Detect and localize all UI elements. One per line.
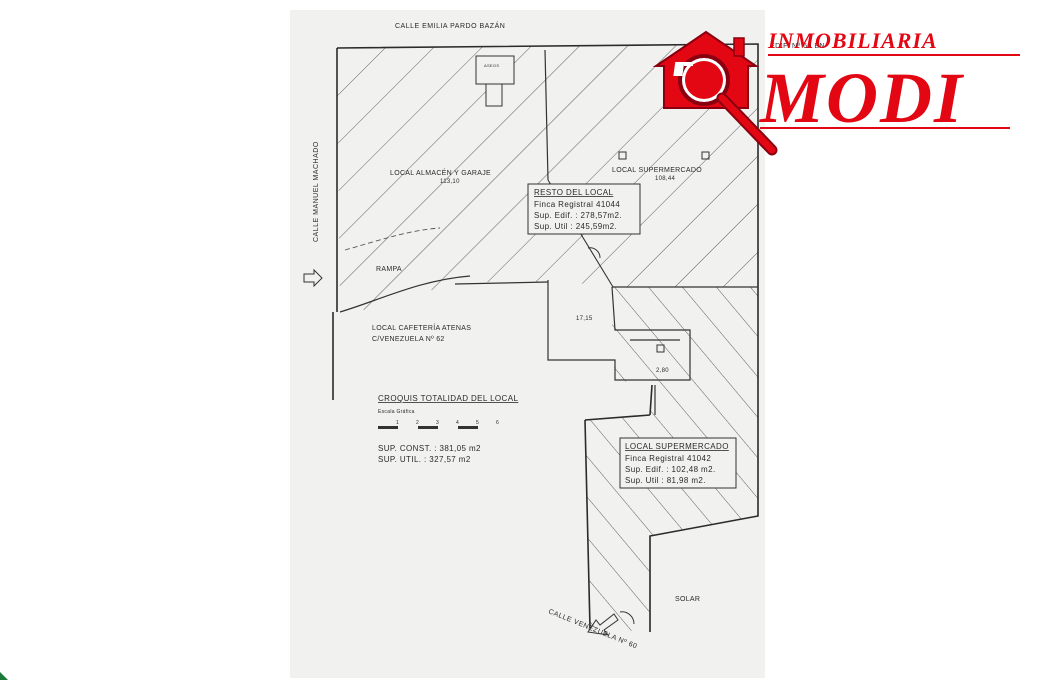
super-sup-edif: Sup. Edif. : 102,48 m2. bbox=[625, 465, 716, 474]
door-swing bbox=[587, 247, 601, 259]
label-ramp: RAMPA bbox=[376, 266, 402, 273]
entrance-arrow-left bbox=[303, 268, 323, 288]
label-storage-area: 113,10 bbox=[440, 179, 460, 185]
resto-sup-edif: Sup. Edif. : 278,57m2. bbox=[534, 211, 622, 220]
croquis-sup-util: SUP. UTIL. : 327,57 m2 bbox=[378, 455, 471, 464]
label-aseos: ASEOS bbox=[484, 63, 499, 68]
scale-bar bbox=[378, 426, 498, 429]
scale-tick-4: 4 bbox=[456, 420, 459, 426]
neighbor-building: EDIF. Nº 60 EN bbox=[770, 43, 825, 50]
label-wc-area: 2,80 bbox=[656, 368, 669, 374]
column-3 bbox=[656, 344, 665, 353]
local-supermercado-box bbox=[619, 437, 737, 489]
resto-finca: Finca Registral 41044 bbox=[534, 200, 620, 209]
logo: INMOBILIARIA MODI bbox=[652, 28, 1020, 156]
column-1 bbox=[618, 151, 627, 160]
scale-tick-3: 3 bbox=[436, 420, 439, 426]
street-left: CALLE MANUEL MACHADO bbox=[313, 141, 320, 242]
entrance-arrow-bottom bbox=[587, 611, 635, 636]
resto-del-local-box bbox=[527, 183, 641, 235]
aseos-block bbox=[475, 55, 515, 85]
label-supermarket-area: 108,44 bbox=[655, 176, 676, 182]
label-small-area: 17,15 bbox=[576, 316, 593, 322]
label-solar: SOLAR bbox=[675, 596, 700, 603]
label-cafe-line1: LOCAL CAFETERÍA ATENAS bbox=[372, 323, 471, 332]
scale-tick-1: 1 bbox=[396, 420, 399, 426]
ramp-dashed-line bbox=[344, 227, 441, 251]
aseos-door bbox=[485, 83, 503, 107]
label-cafe-line2: C/VENEZUELA Nº 62 bbox=[372, 336, 445, 343]
croquis-title: CROQUIS TOTALIDAD DEL LOCAL bbox=[378, 394, 518, 403]
label-storage: LOCAL ALMACÉN Y GARAJE bbox=[390, 168, 491, 177]
ramp-curve bbox=[339, 275, 471, 313]
resto-title: RESTO DEL LOCAL bbox=[534, 188, 614, 197]
resto-sup-util: Sup. Util : 245,59m2. bbox=[534, 222, 617, 231]
label-supermarket: LOCAL SUPERMERCADO bbox=[612, 167, 702, 174]
super-sup-util: Sup. Util : 81,98 m2. bbox=[625, 476, 706, 485]
inner-walls bbox=[454, 49, 758, 632]
scale-tick-6: 6 bbox=[496, 420, 499, 426]
house-magnifier-icon bbox=[652, 30, 778, 156]
logo-top-text: INMOBILIARIA bbox=[767, 28, 938, 53]
street-top: CALLE EMILIA PARDO BAZÁN bbox=[395, 21, 505, 30]
logo-main-text: MODI bbox=[759, 58, 965, 138]
croquis-sup-const: SUP. CONST. : 381,05 m2 bbox=[378, 444, 481, 453]
scale-label: Escala Gráfica bbox=[378, 409, 415, 415]
super-finca: Finca Registral 41042 bbox=[625, 454, 711, 463]
super-title: LOCAL SUPERMERCADO bbox=[625, 442, 729, 451]
scale-tick-2: 2 bbox=[416, 420, 419, 426]
scale-tick-5: 5 bbox=[476, 420, 479, 426]
corner-mark bbox=[0, 672, 8, 680]
column-2 bbox=[701, 151, 710, 160]
